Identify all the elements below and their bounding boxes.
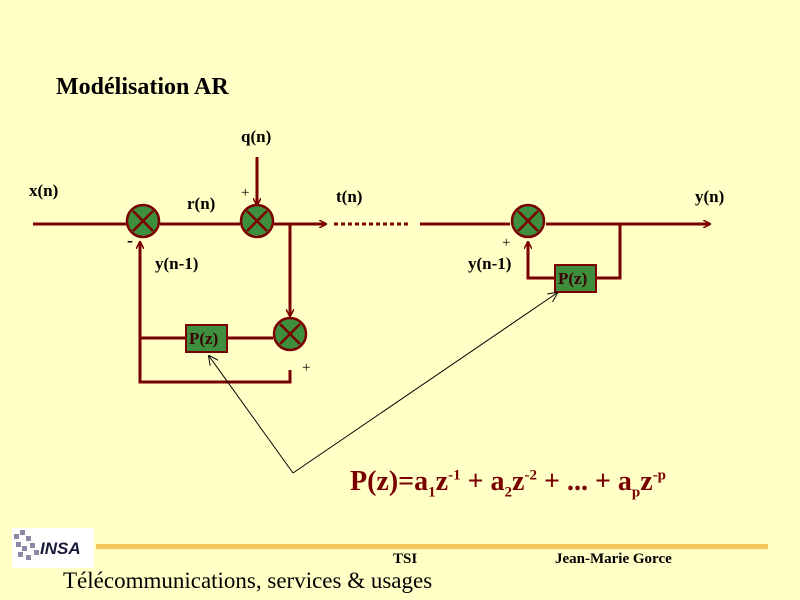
summer-node-4 bbox=[510, 203, 546, 239]
footer-center: TSI bbox=[393, 551, 418, 567]
transfer-function-formula: P(z)=a1z-1 + a2z-2 + ... + apz-p bbox=[350, 466, 667, 501]
label-x: x(n) bbox=[29, 181, 59, 200]
label-y-prev-left: y(n-1) bbox=[155, 254, 199, 273]
sign-right-plus: + bbox=[502, 235, 511, 251]
left-filter-label: P(z) bbox=[189, 329, 219, 348]
label-y: y(n) bbox=[695, 187, 725, 206]
right-filter-label: P(z) bbox=[558, 269, 588, 288]
insa-logo: INSA bbox=[12, 528, 94, 568]
summer-node-3 bbox=[272, 316, 308, 352]
sign-left-minus: - bbox=[127, 230, 133, 250]
footer-divider bbox=[96, 544, 768, 549]
label-y-prev-right: y(n-1) bbox=[468, 254, 512, 273]
label-r: r(n) bbox=[187, 194, 216, 213]
summer-node-2 bbox=[239, 203, 275, 239]
sign-lower-plus: + bbox=[302, 360, 311, 376]
formula-pointer bbox=[209, 293, 557, 474]
sign-q-plus: + bbox=[241, 185, 250, 201]
page-title: Modélisation AR bbox=[56, 74, 229, 100]
svg-text:INSA: INSA bbox=[40, 539, 81, 558]
left-filter-block bbox=[185, 324, 228, 353]
summer-node-1 bbox=[125, 203, 161, 239]
left-feedback-path bbox=[140, 224, 290, 384]
footer-subtitle: Télécommunications, services & usages bbox=[63, 568, 433, 593]
label-t: t(n) bbox=[336, 187, 363, 206]
footer-author: Jean-Marie Gorce bbox=[555, 551, 672, 567]
label-q: q(n) bbox=[241, 127, 272, 146]
right-filter-block bbox=[554, 264, 597, 293]
right-feedback-path bbox=[528, 224, 622, 280]
